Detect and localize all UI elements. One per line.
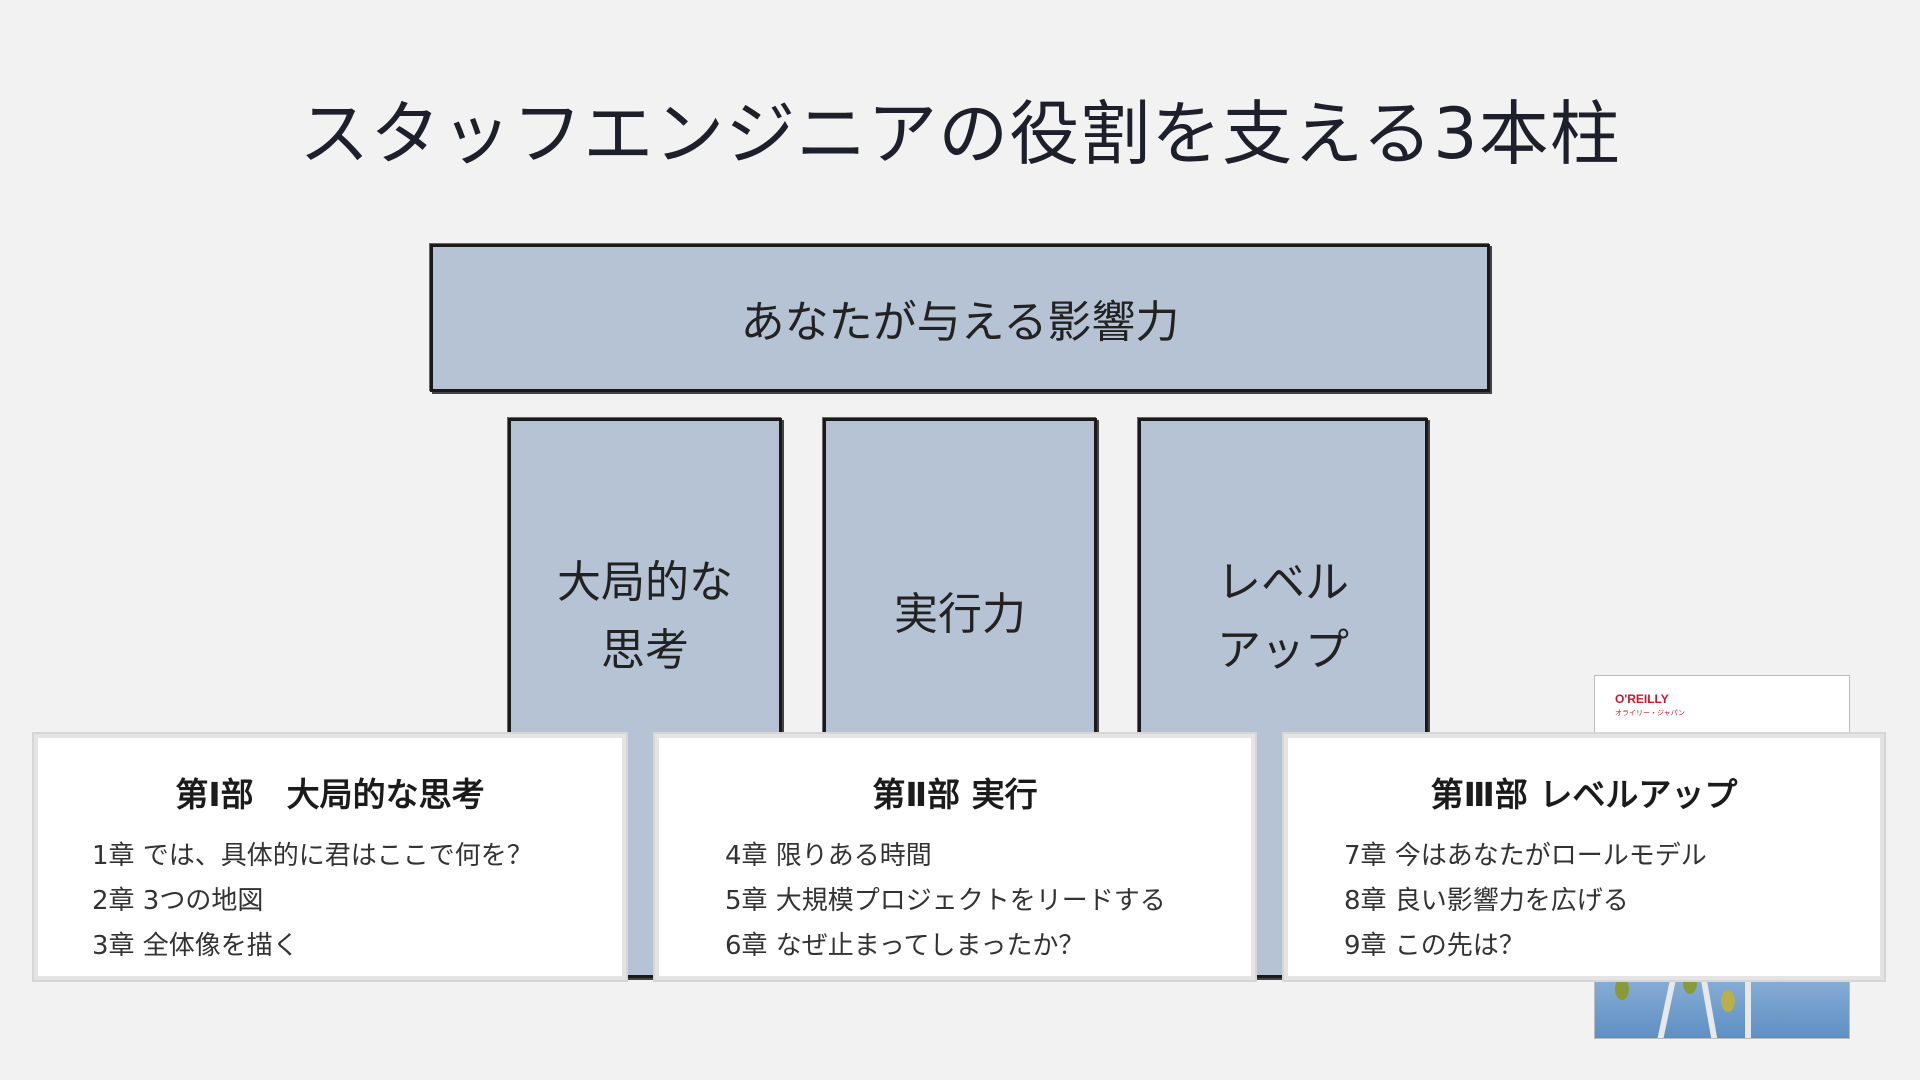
chapter-item: 5章 大規模プロジェクトをリードする xyxy=(725,886,1166,916)
pillar-label-line: アップ xyxy=(1217,625,1349,676)
pillar-label-line: 大局的な xyxy=(557,557,733,608)
pillar-label-line: 思考 xyxy=(601,625,689,676)
slide-title: スタッフエンジニアの役割を支える3本柱 xyxy=(299,93,1621,175)
chapter-item: 6章 なぜ止まってしまったか？ xyxy=(725,931,1085,961)
chapter-item: 7章 今はあなたがロールモデル xyxy=(1344,841,1707,871)
chapter-list: 4章 限りある時間 5章 大規模プロジェクトをリードする 6章 なぜ止まってしま… xyxy=(725,834,1166,969)
publisher-sub: オライリー・ジャパン xyxy=(1615,710,1685,717)
part-card-1: 第Ⅰ部 大局的な思考 1章 では、具体的に君はここで何を？ 2章 3つの地図 3… xyxy=(34,734,626,980)
roof-influence: あなたが与える影響力 xyxy=(430,244,1490,392)
part-heading: 第Ⅲ部 レベルアップ xyxy=(1430,775,1738,814)
chapter-item: 4章 限りある時間 xyxy=(725,841,932,871)
roof-label: あなたが与える影響力 xyxy=(740,297,1180,348)
chapter-item: 1章 では、具体的に君はここで何を？ xyxy=(92,841,533,871)
chapter-item: 8章 良い影響力を広げる xyxy=(1344,886,1629,916)
chapter-list: 1章 では、具体的に君はここで何を？ 2章 3つの地図 3章 全体像を描く xyxy=(92,834,533,969)
part-heading: 第Ⅰ部 大局的な思考 xyxy=(175,775,485,814)
chapter-item: 3章 全体像を描く xyxy=(92,931,299,961)
publisher-logo: O'REILLY xyxy=(1615,692,1669,706)
pillar-label-line: 実行力 xyxy=(894,589,1026,640)
part-card-3: 第Ⅲ部 レベルアップ 7章 今はあなたがロールモデル 8章 良い影響力を広げる … xyxy=(1284,734,1884,980)
part-card-2: 第Ⅱ部 実行 4章 限りある時間 5章 大規模プロジェクトをリードする 6章 な… xyxy=(655,734,1255,980)
chapter-list: 7章 今はあなたがロールモデル 8章 良い影響力を広げる 9章 この先は？ xyxy=(1344,834,1707,969)
pillar-label-line: レベル xyxy=(1217,557,1349,608)
chapter-item: 2章 3つの地図 xyxy=(92,886,264,916)
chapter-item: 9章 この先は？ xyxy=(1344,931,1525,961)
part-heading: 第Ⅱ部 実行 xyxy=(872,775,1038,814)
